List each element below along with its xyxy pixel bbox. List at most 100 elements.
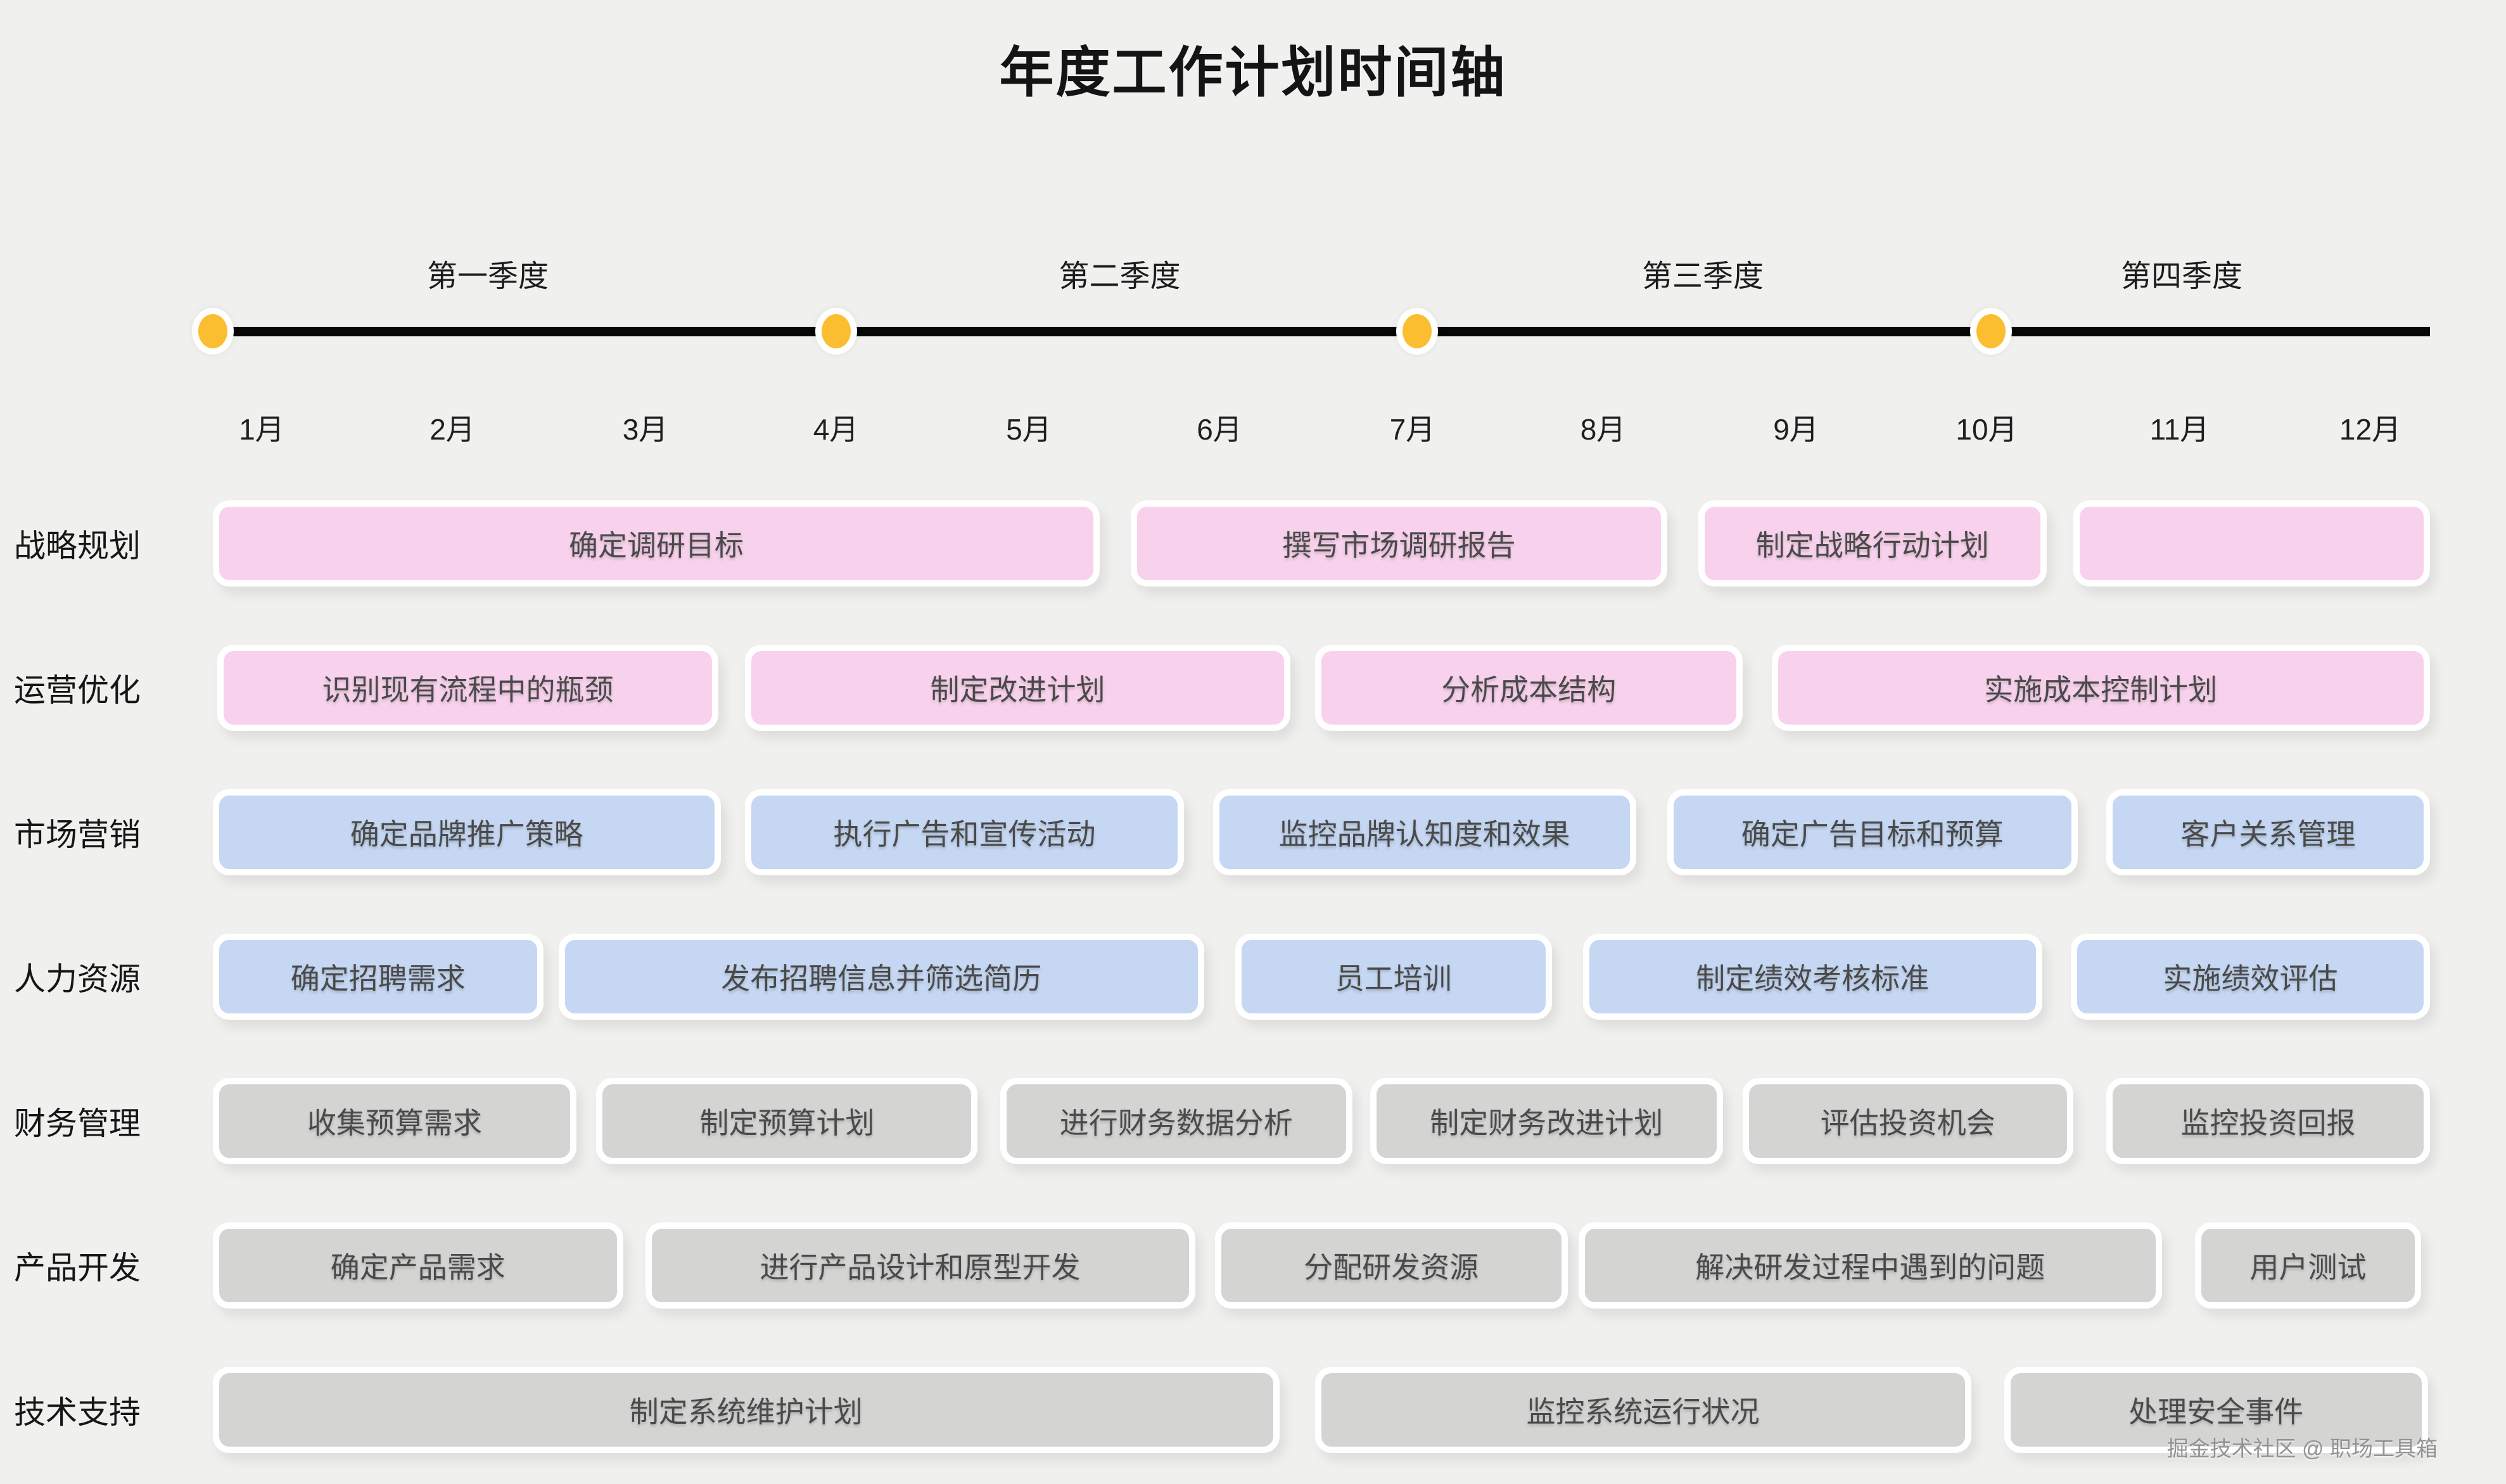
row-bars: 确定品牌推广策略 执行广告和宣传活动 监控品牌认知度和效果 确定广告目标和预算 客户关系… xyxy=(213,789,2430,875)
row-bars: 确定产品需求 进行产品设计和原型开发 分配研发资源 解决研发过程中遇到的问题 用户测试 xyxy=(213,1222,2430,1309)
watermark: 掘金技术社区 @ 职场工具箱 xyxy=(2166,1437,2438,1461)
page-title: 年度工作计划时间轴 xyxy=(999,42,1507,103)
task-bar: 制定战略行动计划 xyxy=(1698,500,2047,587)
task-bar: 制定财务改进计划 xyxy=(1370,1078,1723,1164)
quarter-labels-row: 第一季度 第二季度 第三季度 第四季度 xyxy=(213,251,2430,293)
task-bar: 收集预算需求 xyxy=(213,1078,576,1164)
task-bar: 实施成本控制计划 xyxy=(1771,645,2430,731)
month-label: 7月 xyxy=(1389,413,1435,446)
task-bar: 评估投资机会 xyxy=(1743,1078,2073,1164)
timeline-row: 财务管理 收集预算需求 制定预算计划 进行财务数据分析 制定财务改进计划 评估投资机会 监控… xyxy=(0,1078,2506,1222)
task-bar-label: 监控品牌认知度和效果 xyxy=(1278,818,1570,851)
month-label: 6月 xyxy=(1197,413,1242,446)
row-label: 市场营销 xyxy=(14,817,141,853)
task-bar-label: 进行产品设计和原型开发 xyxy=(760,1251,1081,1284)
row-bars: 确定招聘需求 发布招聘信息并筛选简历 员工培训 制定绩效考核标准 实施绩效评估 xyxy=(213,934,2430,1020)
task-bar: 识别现有流程中的瓶颈 xyxy=(217,645,718,731)
task-bar: 确定产品需求 xyxy=(213,1222,623,1309)
month-label: 10月 xyxy=(1956,413,2018,446)
row-bars: 收集预算需求 制定预算计划 进行财务数据分析 制定财务改进计划 评估投资机会 监控投资回报 xyxy=(213,1078,2430,1164)
row-bars: 确定调研目标撰写市场调研报告制定战略行动计划 xyxy=(213,500,2430,587)
task-bar-label: 用户测试 xyxy=(2249,1251,2367,1284)
row-label: 人力资源 xyxy=(14,961,141,997)
task-bar: 确定品牌推广策略 xyxy=(213,789,721,875)
task-bar-label: 确定招聘需求 xyxy=(290,962,466,995)
task-bar-label: 制定改进计划 xyxy=(930,673,1105,706)
task-bar: 员工培训 xyxy=(1235,934,1552,1020)
task-bar-label: 制定系统维护计划 xyxy=(629,1395,863,1428)
task-bar-label: 分配研发资源 xyxy=(1304,1251,1479,1284)
gantt-rows: 战略规划确定调研目标撰写市场调研报告制定战略行动计划运营优化识别现有流程中的瓶颈… xyxy=(0,500,2506,1484)
timeline-row: 产品开发确定产品需求进行产品设计和原型开发分配研发资源解决研发过程中遇到的问题用… xyxy=(0,1222,2506,1367)
task-bar-label: 制定战略行动计划 xyxy=(1755,529,1989,562)
task-bar-label: 制定财务改进计划 xyxy=(1430,1107,1663,1139)
timeline-axis-line xyxy=(213,327,2430,336)
task-bar: 进行产品设计和原型开发 xyxy=(645,1222,1195,1309)
task-bar: 解决研发过程中遇到的问题 xyxy=(1579,1222,2162,1309)
timeline-row: 市场营销 确定品牌推广策略 执行广告和宣传活动 监控品牌认知度和效果 确定广告目标和预算… xyxy=(0,789,2506,934)
task-bar: 进行财务数据分析 xyxy=(1000,1078,1352,1164)
task-bar-label: 执行广告和宣传活动 xyxy=(833,818,1096,851)
task-bar: 监控品牌认知度和效果 xyxy=(1212,789,1636,875)
timeline-dot xyxy=(815,308,857,355)
task-bar-label: 实施绩效评估 xyxy=(2163,962,2338,995)
task-bar: 执行广告和宣传活动 xyxy=(745,789,1184,875)
task-bar: 制定预算计划 xyxy=(596,1078,978,1164)
month-label: 11月 xyxy=(2149,413,2210,446)
task-bar-label: 制定预算计划 xyxy=(699,1107,875,1139)
task-bar-label: 撰写市场调研报告 xyxy=(1282,529,1516,562)
task-bar xyxy=(2073,500,2430,587)
task-bar-label: 员工培训 xyxy=(1335,962,1452,995)
task-bar-label: 解决研发过程中遇到的问题 xyxy=(1695,1251,2045,1284)
task-bar: 处理安全事件 xyxy=(2004,1367,2428,1453)
task-bar: 客户关系管理 xyxy=(2106,789,2430,875)
task-bar-label: 监控系统运行状况 xyxy=(1526,1395,1760,1428)
task-bar: 制定系统维护计划 xyxy=(213,1367,1280,1453)
timeline-row: 运营优化 识别现有流程中的瓶颈 制定改进计划 分析成本结构 实施成本控制计划 xyxy=(0,645,2506,789)
task-bar-label: 监控投资回报 xyxy=(2180,1107,2356,1139)
month-label: 3月 xyxy=(622,413,668,446)
timeline-row: 技术支持 制定系统维护计划 监控系统运行状况 处理安全事件 xyxy=(0,1367,2506,1484)
task-bar-label: 识别现有流程中的瓶颈 xyxy=(322,673,614,706)
task-bar: 监控投资回报 xyxy=(2106,1078,2430,1164)
quarter-label: 第二季度 xyxy=(1059,260,1181,293)
task-bar-label: 处理安全事件 xyxy=(2128,1395,2304,1428)
task-bar-label: 制定绩效考核标准 xyxy=(1696,962,1930,995)
timeline-dot xyxy=(1970,308,2012,355)
month-label: 1月 xyxy=(239,413,284,446)
quarter-label: 第四季度 xyxy=(2120,260,2243,293)
task-bar: 确定招聘需求 xyxy=(213,934,544,1020)
timeline-dot xyxy=(192,308,234,355)
month-label: 9月 xyxy=(1773,413,1819,446)
row-bars: 制定系统维护计划 监控系统运行状况 处理安全事件 xyxy=(213,1367,2430,1453)
task-bar-label: 评估投资机会 xyxy=(1820,1107,1995,1139)
task-bar-label: 确定广告目标和预算 xyxy=(1741,818,2004,851)
task-bar: 分配研发资源 xyxy=(1215,1222,1568,1309)
quarter-label: 第一季度 xyxy=(426,260,549,293)
task-bar: 制定改进计划 xyxy=(745,645,1290,731)
timeline-row: 战略规划确定调研目标撰写市场调研报告制定战略行动计划 xyxy=(0,500,2506,645)
task-bar: 撰写市场调研报告 xyxy=(1131,500,1667,587)
month-label: 4月 xyxy=(813,413,859,446)
timeline-dot xyxy=(1396,308,1438,355)
row-label: 战略规划 xyxy=(14,528,141,564)
month-label: 5月 xyxy=(1006,413,1052,446)
task-bar-label: 实施成本控制计划 xyxy=(1984,673,2218,706)
task-bar-label: 收集预算需求 xyxy=(307,1107,482,1139)
row-label: 运营优化 xyxy=(14,673,141,708)
quarter-label: 第三季度 xyxy=(1641,260,1764,293)
row-label: 技术支持 xyxy=(14,1395,141,1430)
task-bar-label: 确定品牌推广策略 xyxy=(350,818,583,851)
task-bar-label: 分析成本结构 xyxy=(1441,673,1617,706)
task-bar: 用户测试 xyxy=(2195,1222,2421,1309)
row-label: 财务管理 xyxy=(14,1106,141,1141)
month-label: 8月 xyxy=(1580,413,1626,446)
task-bar: 监控系统运行状况 xyxy=(1314,1367,1971,1453)
task-bar: 制定绩效考核标准 xyxy=(1583,934,2042,1020)
timeline-row: 人力资源 确定招聘需求 发布招聘信息并筛选简历 员工培训 制定绩效考核标准 实施绩效评估 xyxy=(0,934,2506,1078)
task-bar: 确定广告目标和预算 xyxy=(1667,789,2078,875)
task-bar-label: 发布招聘信息并筛选简历 xyxy=(721,962,1042,995)
task-bar-label: 客户关系管理 xyxy=(2180,818,2356,851)
